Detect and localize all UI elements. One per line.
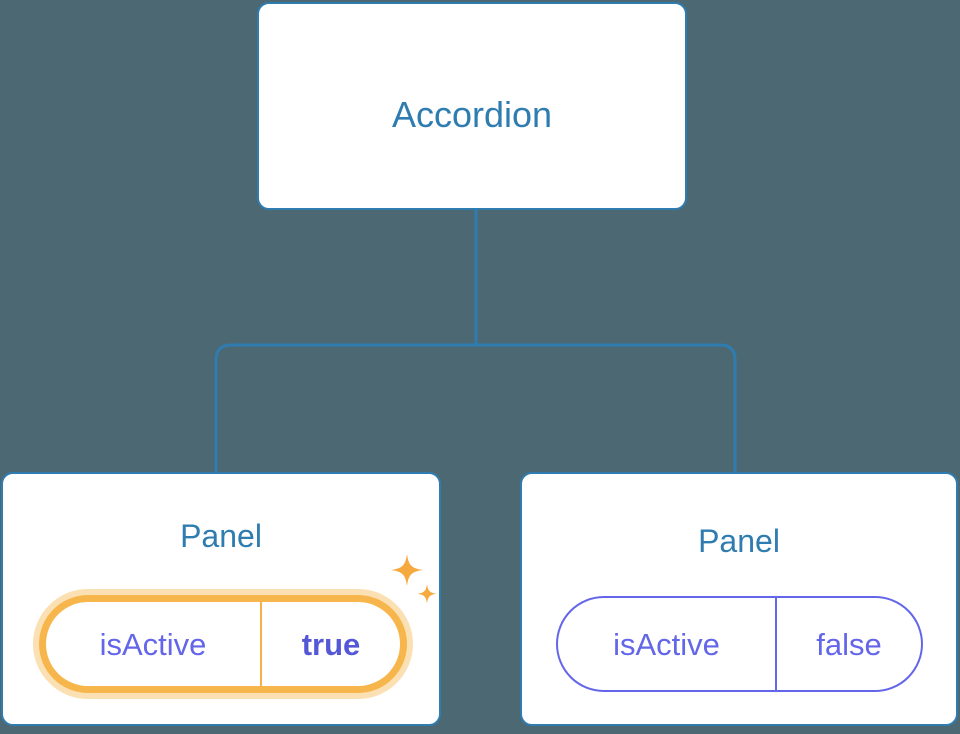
prop-value-false: false	[775, 598, 921, 690]
prop-value-true: true	[260, 602, 400, 686]
node-panel-inactive-title: Panel	[698, 523, 780, 559]
prop-key-isactive: isActive	[613, 626, 720, 662]
node-accordion-title: Accordion	[391, 94, 553, 135]
node-panel-active-title: Panel	[180, 518, 262, 554]
connector-to-left-panel	[214, 343, 476, 472]
node-accordion[interactable]: Accordion	[257, 2, 687, 210]
node-panel-inactive[interactable]: Panel isActive false	[520, 472, 958, 726]
prop-key-isactive: isActive	[99, 626, 207, 662]
connector-to-right-panel	[476, 343, 737, 472]
prop-pill-inner: isActive true	[46, 602, 400, 686]
node-panel-active[interactable]: Panel isActive true	[1, 472, 441, 726]
prop-pill-isactive-true[interactable]: isActive true	[33, 589, 413, 699]
prop-pill-isactive-false[interactable]: isActive false	[556, 596, 923, 692]
